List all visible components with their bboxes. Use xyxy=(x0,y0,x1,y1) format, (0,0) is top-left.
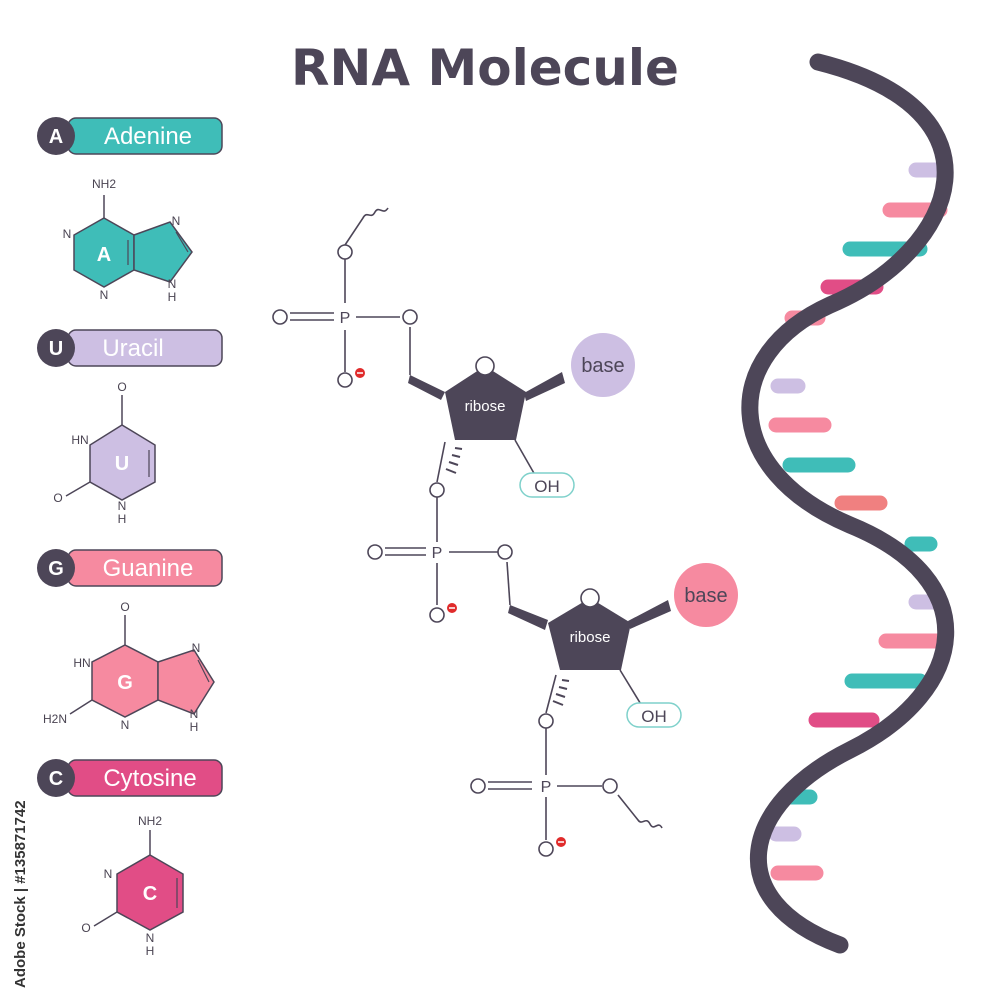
atom-n: N xyxy=(146,931,155,945)
watermark-text: Adobe Stock | #135871742 xyxy=(12,800,29,988)
oh-label: OH xyxy=(534,477,560,496)
atom-n: N xyxy=(104,867,113,881)
legend-uracil: U Uracil xyxy=(37,329,223,367)
adenine-label: Adenine xyxy=(104,123,192,150)
phosphorus-atom: P xyxy=(432,545,443,562)
atom-o: O xyxy=(81,921,90,935)
uracil-ring-letter: U xyxy=(115,453,129,475)
guanine-label: Guanine xyxy=(103,555,194,582)
atom-h2n: H2N xyxy=(43,712,67,726)
legend-adenine: A Adenine xyxy=(37,117,223,155)
legend-cytosine: C Cytosine xyxy=(37,759,223,797)
ribose-1: ribose xyxy=(445,356,526,440)
atom-hn: HN xyxy=(73,656,90,670)
cytosine-letter: C xyxy=(49,768,63,790)
rna-backbone xyxy=(290,207,663,840)
atom-h: H xyxy=(190,720,199,734)
oh-group-1: OH xyxy=(519,472,575,498)
uracil-label: Uracil xyxy=(102,335,163,362)
phosphorus-atom: P xyxy=(340,310,351,327)
atom-o: O xyxy=(53,491,62,505)
wedge-bond xyxy=(524,372,565,401)
atom-h: H xyxy=(146,944,155,958)
base-label: base xyxy=(581,355,624,377)
stock-watermark: Adobe Stock | #135871742 xyxy=(12,800,29,988)
cytosine-structure: C NH2 N O N H xyxy=(81,814,184,958)
atom-n: N xyxy=(192,641,201,655)
atom-nh2: NH2 xyxy=(92,177,116,191)
atom-n: N xyxy=(190,707,199,721)
page-title: RNA Molecule xyxy=(291,39,679,97)
atom-n: N xyxy=(63,227,72,241)
atom-n: N xyxy=(100,288,109,302)
atom-o: O xyxy=(120,600,129,614)
ribose-label: ribose xyxy=(465,398,506,415)
atom-n: N xyxy=(118,499,127,513)
uracil-letter: U xyxy=(49,338,63,360)
base-2: base xyxy=(674,563,738,627)
guanine-ring-letter: G xyxy=(117,672,133,694)
guanine-letter-badge xyxy=(37,549,75,587)
hashed-bond xyxy=(445,447,570,706)
oh-label: OH xyxy=(641,707,667,726)
atom-hn: HN xyxy=(71,433,88,447)
adenine-structure: A NH2 N N N N H xyxy=(63,177,193,304)
cytosine-letter-badge xyxy=(37,759,75,797)
wedge-bond xyxy=(628,600,671,629)
atom-h: H xyxy=(118,512,127,526)
cytosine-ring-letter: C xyxy=(143,883,157,905)
ribose-label: ribose xyxy=(570,629,611,646)
adenine-letter: A xyxy=(49,126,63,148)
oxygen-atoms xyxy=(272,244,618,857)
base-1: base xyxy=(571,333,635,397)
atom-n: N xyxy=(172,214,181,228)
adenine-ring-letter: A xyxy=(97,244,111,266)
cytosine-label: Cytosine xyxy=(103,765,196,792)
adenine-letter-badge xyxy=(37,117,75,155)
atom-n: N xyxy=(168,277,177,291)
uracil-letter-badge xyxy=(37,329,75,367)
wedge-bond xyxy=(508,605,548,630)
guanine-letter: G xyxy=(48,558,64,580)
wedge-bond xyxy=(408,375,445,400)
negative-charge-markers xyxy=(355,368,566,847)
uracil-structure: U O HN O N H xyxy=(53,380,156,526)
ribose-2: ribose xyxy=(548,588,631,670)
atom-nh2: NH2 xyxy=(138,814,162,828)
atom-n: N xyxy=(121,718,130,732)
atom-o: O xyxy=(117,380,126,394)
atom-h: H xyxy=(168,290,177,304)
oh-group-2: OH xyxy=(626,702,682,728)
helix-backbone xyxy=(741,53,955,954)
legend-guanine: G Guanine xyxy=(37,549,223,587)
phosphorus-atom: P xyxy=(541,779,552,796)
base-label: base xyxy=(684,585,727,607)
guanine-structure: G O HN N H2N N N H xyxy=(43,600,215,734)
